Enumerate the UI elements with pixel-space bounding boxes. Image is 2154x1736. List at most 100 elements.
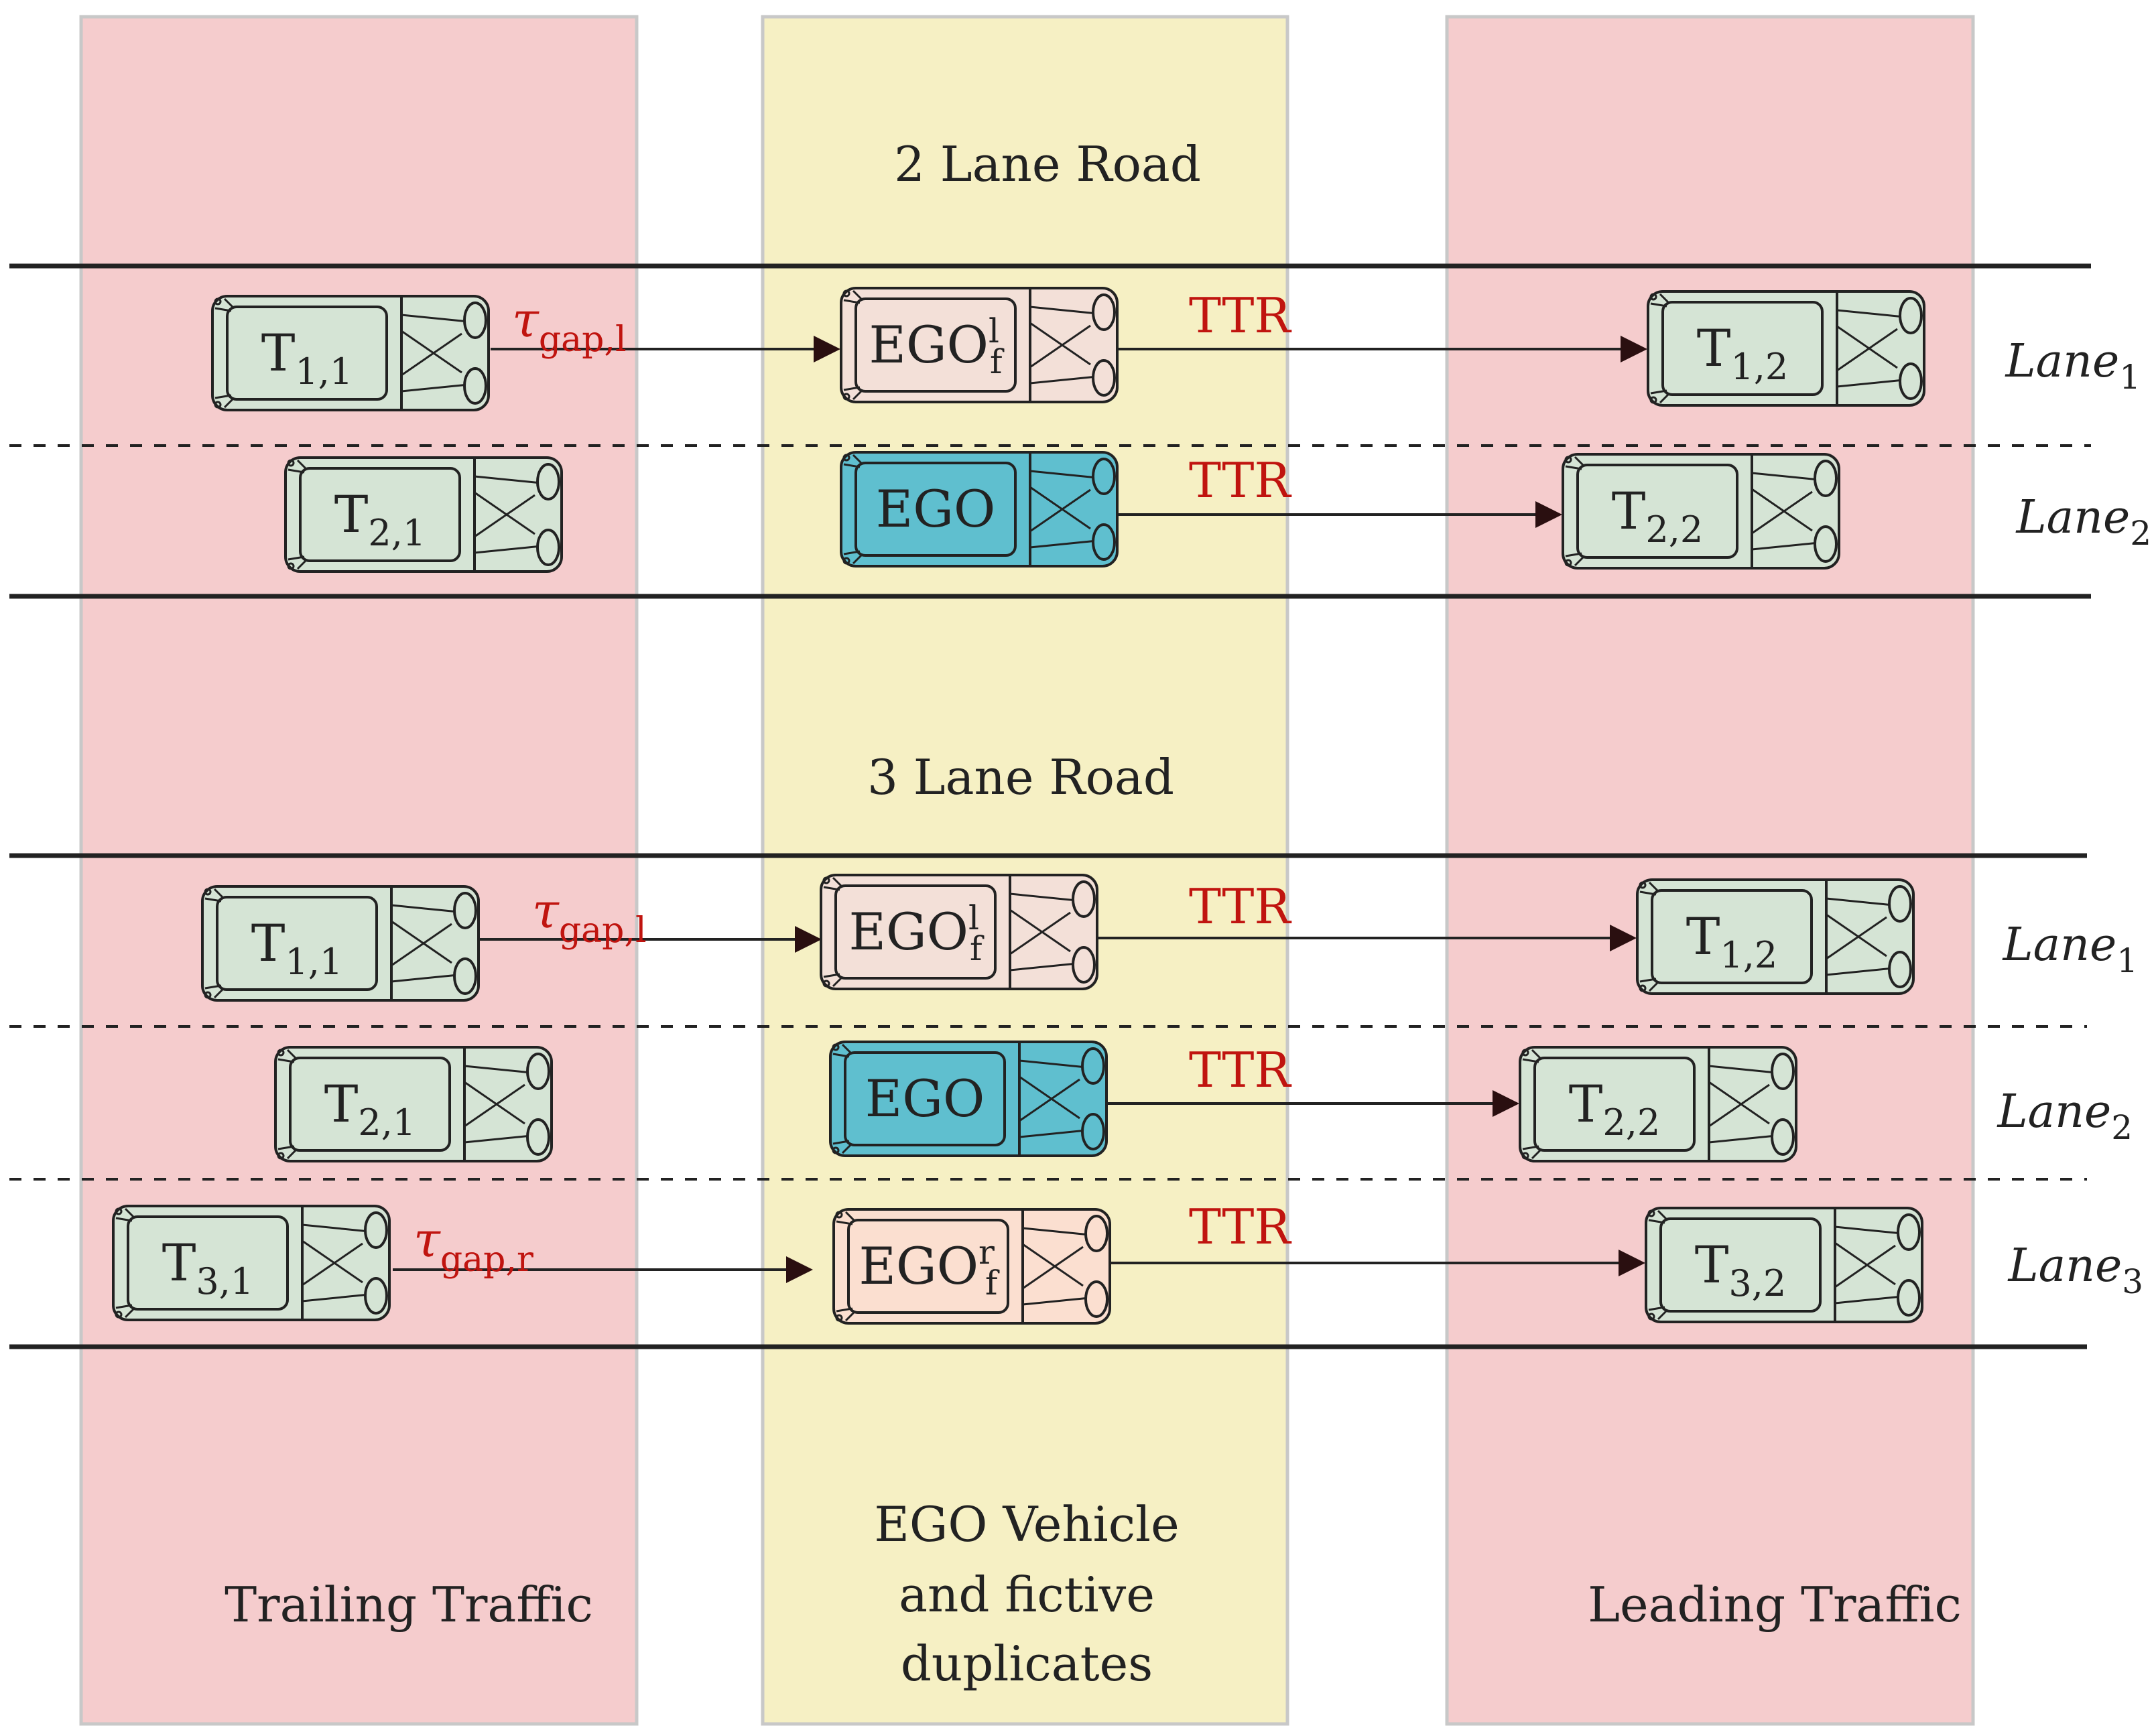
vehicle-corner-detail: [832, 1146, 840, 1154]
vehicle-hood-line: [464, 1083, 525, 1128]
vehicle-hood-line: [474, 494, 535, 538]
vehicle-cabin: [299, 467, 461, 562]
vehicle-corner-detail: [1521, 1049, 1529, 1057]
vehicle-label: T3,2: [1695, 1235, 1787, 1305]
vehicle-label-base: T: [162, 1233, 196, 1292]
vehicle-frame-line: [843, 386, 861, 391]
vehicle-hood-line: [391, 974, 459, 983]
vehicle-headlight: [1888, 885, 1912, 923]
vehicle-label-sub: f: [970, 929, 985, 968]
gap-label-2l-sub: gap,l: [539, 320, 627, 360]
lane-label-2l-1-base: Lane: [2004, 335, 2119, 388]
vehicle-label-sub: 3,1: [196, 1260, 253, 1303]
vehicle-frame-line: [286, 1049, 298, 1061]
vehicle-headlight: [1888, 951, 1912, 988]
vehicle-corner-detail: [822, 876, 830, 884]
arrows: [393, 336, 1647, 1283]
vehicle-label: T1,2: [1686, 907, 1778, 976]
vehicle-frame-line: [844, 1211, 857, 1223]
vehicle-hood-line: [1836, 309, 1905, 318]
vehicle-label-sup: r: [978, 1233, 995, 1272]
vehicle-frame-line: [115, 1217, 133, 1222]
vehicle-hood-line: [1009, 962, 1078, 972]
vehicle-corner-detail: [1564, 559, 1572, 567]
vehicle-frame-line: [277, 1058, 295, 1063]
vehicle-hood-line: [302, 1223, 370, 1233]
vehicle-corner-detail: [842, 454, 850, 462]
vehicle-frame-line: [832, 1053, 850, 1058]
vehicle-corner-detail: [277, 1152, 285, 1160]
vehicle-hood-line: [1751, 490, 1813, 535]
vehicle-headlight: [1092, 458, 1116, 495]
vehicle-label-sub: 2,2: [1602, 1101, 1660, 1144]
vehicle-headlight: [1081, 1047, 1105, 1085]
vehicle-headlight: [526, 1118, 550, 1156]
vehicle-cabin: [854, 462, 1017, 557]
vehicle-frame-line: [1648, 881, 1660, 893]
vehicle-label: EGO: [865, 1069, 985, 1128]
vehicle-label-base: EGO: [859, 1236, 979, 1296]
vehicle-hood-line: [1751, 541, 1820, 551]
vehicle-label-base: T: [1695, 1235, 1729, 1294]
vehicle-hood-line: [391, 920, 452, 964]
vehicle-hood-line: [1019, 1059, 1087, 1069]
vehicle-hood-line: [1836, 325, 1898, 369]
vehicle-frame-line: [1522, 1145, 1539, 1150]
vehicle-cabin: [216, 896, 378, 991]
lane-labels: Lane1 Lane2 Lane1 Lane2 Lane3: [1996, 335, 2151, 1301]
vehicle-hood-line: [1708, 1134, 1777, 1144]
vehicle-headlight: [1899, 362, 1923, 400]
vehicle-corner-detail: [1639, 984, 1647, 992]
vehicle-headlight: [1072, 946, 1096, 984]
vehicle-frame-line: [1648, 1306, 1665, 1311]
vehicle-hood-line: [474, 491, 535, 535]
vehicle-label-sup: l: [989, 312, 999, 350]
vehicle-cabin: [1659, 1217, 1822, 1313]
vehicle-hood-line: [1022, 1296, 1090, 1306]
vehicle-label-sub: 1,1: [285, 941, 342, 983]
vehicle-headlight: [1814, 460, 1838, 497]
vehicle-label-base: T: [334, 484, 369, 544]
vehicle-label-sup: l: [968, 898, 979, 937]
road-lines: [9, 263, 2091, 1349]
ego-zone-caption-line2: and fictive: [899, 1566, 1155, 1623]
vehicle-hood-line: [464, 1081, 525, 1125]
vehicle-label-base: EGO: [848, 902, 968, 961]
vehicle-frame-line: [124, 1307, 136, 1319]
vehicle-label-base: EGO: [876, 479, 996, 539]
vehicle-corner-detail: [1647, 1313, 1655, 1321]
gap-label-3l-lane3: τgap,r: [414, 1211, 533, 1280]
vehicle-hood-line: [1022, 1243, 1084, 1287]
vehicle-cabin: [834, 884, 997, 980]
vehicle-cabin: [1576, 464, 1738, 559]
gap-label-3l-lane1: τgap,l: [532, 882, 647, 951]
vehicle-frame-line: [1639, 890, 1657, 896]
vehicle-hood-line: [1836, 328, 1898, 372]
vehicle-frame-line: [214, 394, 232, 399]
vehicle-frame-line: [832, 876, 844, 888]
vehicle-ego-2l: EGO: [840, 451, 1119, 567]
vehicle-hood-line: [401, 330, 462, 374]
vehicle-frame-line: [288, 555, 305, 561]
vehicle-cabin: [226, 306, 388, 401]
vehicle-hood-line: [391, 923, 452, 967]
vehicle-headlight: [1899, 297, 1923, 334]
vehicle-hood-line: [1834, 1242, 1896, 1286]
vehicle-corner-detail: [835, 1211, 843, 1219]
vehicle-corner-detail: [287, 562, 295, 570]
vehicle-label-base: T: [324, 1074, 359, 1134]
vehicle-label-base: T: [1686, 907, 1720, 966]
vehicle-corner-detail: [835, 1314, 843, 1322]
vehicle-label-base: EGO: [865, 1069, 985, 1128]
vehicle-cabin: [127, 1215, 289, 1311]
vehicle-t22-3l: T2,2: [1519, 1046, 1797, 1162]
vehicle-frame-line: [214, 307, 232, 312]
lane-label-2l-2-base: Lane: [2015, 491, 2130, 544]
vehicle-corner-detail: [1649, 396, 1657, 404]
vehicle-frame-line: [1659, 293, 1671, 305]
vehicle-frame-line: [296, 459, 308, 471]
